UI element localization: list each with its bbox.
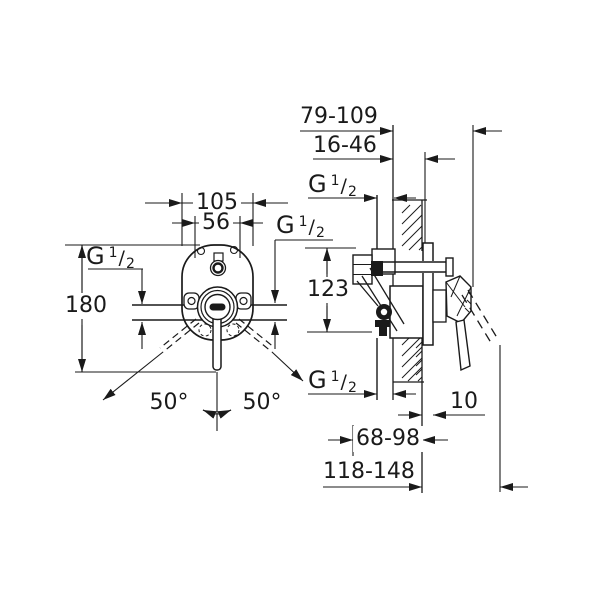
lever-swing-dashed-right	[235, 318, 276, 353]
mount-screw-left	[187, 296, 196, 306]
plate-hole-left	[196, 246, 206, 256]
union-dark-block	[371, 261, 383, 276]
thread-slash: /	[340, 371, 348, 393]
bottom-screw-head	[375, 320, 390, 327]
thread-slash: /	[118, 247, 126, 269]
thread-numerator: 1	[330, 173, 341, 189]
dim-body-height-label: 180	[62, 293, 110, 319]
thread-denominator: 2	[315, 225, 326, 241]
mount-screw-right	[239, 296, 248, 306]
handle-knob-facets	[445, 275, 473, 317]
wall-hatch	[401, 204, 423, 382]
front-view	[132, 244, 287, 371]
handle-lever-side	[455, 319, 471, 372]
dim-swing-left-label: 50°	[149, 390, 189, 415]
handle-knob-side	[445, 275, 472, 324]
handle-lever-front	[212, 313, 222, 371]
body-brace-lines	[356, 267, 405, 332]
valve-body-block	[389, 285, 424, 339]
through-pipe-clear	[416, 261, 448, 273]
dim-outlet-spacing-label: 123	[304, 277, 352, 303]
mount-ear-right	[235, 292, 252, 310]
dim-depth-small-label: 68-98	[353, 426, 423, 452]
thread-letter: G	[86, 242, 106, 270]
dim-wall-range-label: 16-46	[313, 133, 377, 158]
thread-slash: /	[308, 216, 316, 238]
thread-numerator: 1	[108, 245, 119, 261]
dim-rosette-thickness-label: 10	[450, 389, 478, 414]
top-port-inner	[212, 262, 224, 274]
mount-ear-left	[183, 292, 200, 310]
thread-numerator: 1	[298, 214, 309, 230]
bottom-screw-stem	[379, 327, 387, 336]
bottom-port-right-dashed	[226, 323, 240, 337]
thread-numerator: 1	[330, 369, 341, 385]
thread-slash: /	[340, 175, 348, 197]
lever-swing-dashed-left	[159, 318, 200, 353]
union-hex-nut	[352, 254, 373, 285]
thread-letter: G	[308, 366, 328, 394]
dim-screw-spacing-label: 56	[199, 210, 233, 236]
thread-letter: G	[276, 211, 296, 239]
dim-swing-right-label: 50°	[242, 390, 282, 415]
thread-letter: G	[308, 170, 328, 198]
plate-hole-right	[229, 245, 239, 255]
dim-depth-large-label: 118-148	[323, 459, 415, 484]
bottom-port-left-dashed	[198, 323, 212, 337]
dim-offset-top-label: 79-109	[300, 104, 378, 129]
pipe-stub-cap	[445, 257, 454, 277]
top-port-screw-cap	[213, 252, 224, 262]
thread-denominator: 2	[125, 256, 136, 272]
handle-lever-dashed-position	[461, 289, 500, 347]
handle-collar	[432, 289, 447, 323]
cartridge-stem-slot	[209, 303, 226, 311]
thread-denominator: 2	[347, 184, 358, 200]
diverter-knob-center	[380, 308, 388, 316]
rosette-plate	[422, 242, 434, 346]
thread-denominator: 2	[347, 380, 358, 396]
